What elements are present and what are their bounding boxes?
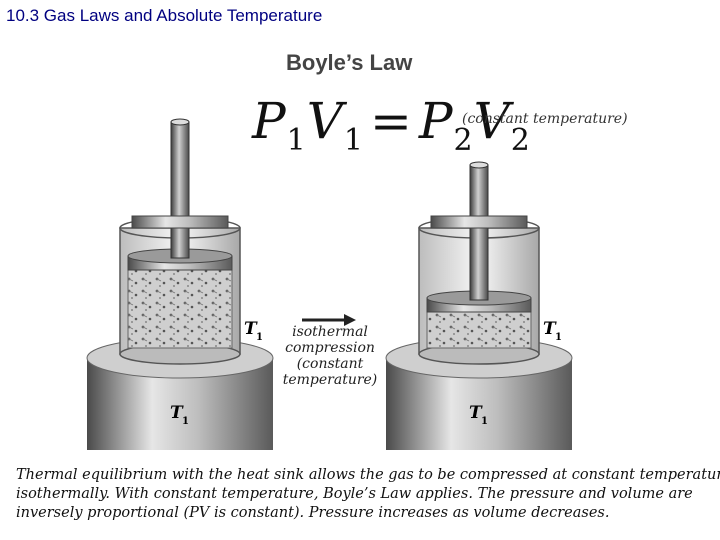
left-cylinder — [119, 118, 241, 365]
process-label: isothermal compression (constant tempera… — [270, 324, 390, 388]
process-label-line4: temperature) — [282, 372, 378, 388]
left-gas-temp-label: T — [244, 319, 258, 339]
left-cylinder-cap — [131, 215, 229, 229]
formula-note: (constant temperature) — [462, 111, 628, 127]
slide-title: 10.3 Gas Laws and Absolute Temperature — [6, 6, 323, 25]
right-gas-temp-sub: 1 — [555, 332, 562, 343]
left-apparatus: T 1 T 1 — [86, 118, 274, 450]
formula-p1: P — [252, 92, 287, 150]
left-sink-temp-label: T — [170, 403, 184, 423]
process-arrow — [302, 314, 356, 326]
formula-sub4: 2 — [510, 123, 531, 158]
caption-line1: Thermal equilibrium with the heat sink a… — [16, 467, 720, 483]
right-cylinder-cap — [430, 215, 528, 229]
process-label-line3: (constant — [296, 356, 364, 372]
left-piston-rod — [170, 121, 190, 259]
left-sink-temp-sub: 1 — [182, 416, 189, 427]
process-label-line1: isothermal — [292, 324, 368, 340]
right-gas — [426, 309, 532, 349]
figure-caption: Thermal equilibrium with the heat sink a… — [16, 466, 720, 523]
figure-title: Boyle’s Law — [286, 50, 413, 75]
caption-line3: inversely proportional (PV is constant).… — [16, 505, 610, 521]
left-gas-temp-sub: 1 — [256, 332, 263, 343]
boyles-law-formula: P1V1=P2V2 — [252, 92, 531, 158]
caption-line2: isothermally. With constant temperature,… — [16, 486, 693, 502]
right-sink-temp-sub: 1 — [481, 416, 488, 427]
right-piston-rod — [469, 164, 489, 301]
right-gas-temp-label: T — [543, 319, 557, 339]
formula-sub1: 1 — [286, 123, 307, 158]
formula-v2: V — [473, 92, 511, 150]
right-cylinder — [418, 161, 540, 365]
piston-diagram: T 1 T 1 T 1 T 1 — [86, 118, 573, 450]
right-sink-temp-label: T — [469, 403, 483, 423]
left-gas — [127, 267, 233, 349]
process-label-line2: compression — [285, 340, 375, 356]
right-apparatus: T 1 T 1 — [385, 161, 573, 450]
formula-v1: V — [306, 92, 344, 150]
formula-sub3: 2 — [453, 123, 474, 158]
formula-p2: P — [418, 92, 454, 150]
formula-equals: = — [369, 92, 413, 150]
formula-sub2: 1 — [343, 123, 364, 158]
